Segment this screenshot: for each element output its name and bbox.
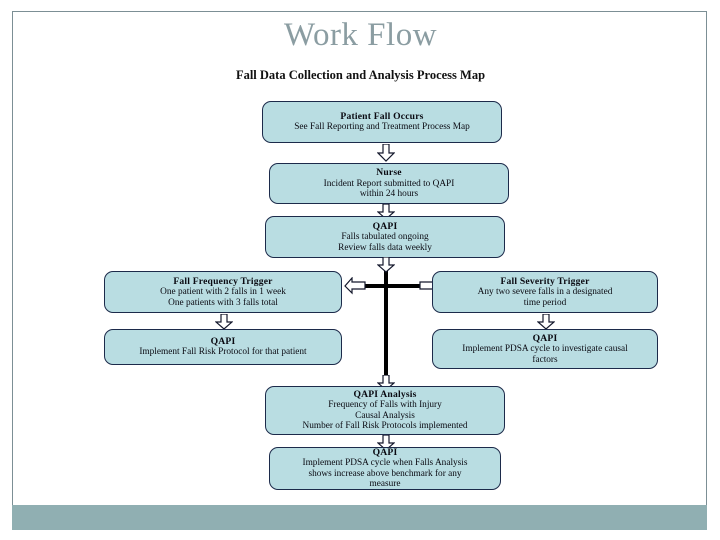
node-fall-frequency-trigger[interactable]: Fall Frequency Trigger One patient with … [104,271,342,313]
node-line: Incident Report submitted to QAPI [323,178,455,189]
arrow-qapi-to-junction-icon [376,256,396,273]
node-heading: QAPI [532,332,558,344]
trunk-line-horizontal-branch-right [384,284,436,288]
node-qapi-pdsa-benchmark[interactable]: QAPI Implement PDSA cycle when Falls Ana… [269,447,501,490]
node-line: Frequency of Falls with Injury [328,400,442,411]
accent-bar [12,505,707,530]
node-heading: QAPI [372,447,398,459]
process-map-diagram: Patient Fall Occurs See Fall Reporting a… [13,12,708,508]
node-line: measure [369,479,401,490]
node-line: Implement PDSA cycle to investigate caus… [462,344,628,354]
trunk-line-vertical-main [384,255,388,383]
arrow-junction-to-frequency-trigger-icon [344,276,366,295]
node-line: Causal Analysis [355,410,415,421]
node-heading: Fall Severity Trigger [500,275,590,287]
node-line: Any two severe falls in a designated [477,287,613,297]
node-qapi-falls-tabulated[interactable]: QAPI Falls tabulated ongoing Review fall… [265,216,505,258]
node-qapi-analysis[interactable]: QAPI Analysis Frequency of Falls with In… [265,386,505,435]
arrow-fall-to-nurse-icon [376,143,396,162]
node-heading: Nurse [376,167,402,179]
node-line: shows increase above benchmark for any [308,468,462,479]
arrow-severity-to-pdsa-icon [536,313,556,330]
page-title: Work Flow [283,17,438,53]
node-heading: QAPI [372,220,398,232]
arrow-nurse-to-qapi-icon [376,203,396,220]
node-heading: Fall Frequency Trigger [173,275,273,287]
node-line: Number of Fall Risk Protocols implemente… [302,421,468,432]
node-line: Implement PDSA cycle when Falls Analysis [302,458,468,469]
node-heading: QAPI [210,336,236,348]
node-line: Implement Fall Risk Protocol for that pa… [139,347,307,358]
node-line: Review falls data weekly [338,242,432,253]
node-line: One patient with 2 falls in 1 week [160,287,286,297]
arrow-analysis-to-pdsa-benchmark-icon [376,434,396,451]
node-qapi-pdsa-causal-factors[interactable]: QAPI Implement PDSA cycle to investigate… [432,329,658,369]
node-line: factors [532,354,558,365]
node-line: See Fall Reporting and Treatment Process… [294,122,470,133]
diagram-subtitle: Fall Data Collection and Analysis Proces… [235,68,486,82]
node-line: within 24 hours [359,189,419,200]
node-fall-severity-trigger[interactable]: Fall Severity Trigger Any two severe fal… [432,271,658,313]
node-qapi-fall-risk-protocol[interactable]: QAPI Implement Fall Risk Protocol for th… [104,329,342,365]
node-line: Falls tabulated ongoing [341,232,429,242]
node-line: time period [523,297,567,308]
slide-canvas: Work Flow Fall Data Collection and Analy… [12,11,707,507]
node-heading: Patient Fall Occurs [340,111,424,123]
arrow-frequency-to-protocol-icon [214,313,234,330]
node-heading: QAPI Analysis [353,389,417,400]
node-patient-fall-occurs[interactable]: Patient Fall Occurs See Fall Reporting a… [262,101,502,143]
node-line: One patients with 3 falls total [168,297,278,308]
node-nurse-incident-report[interactable]: Nurse Incident Report submitted to QAPI … [269,163,509,204]
